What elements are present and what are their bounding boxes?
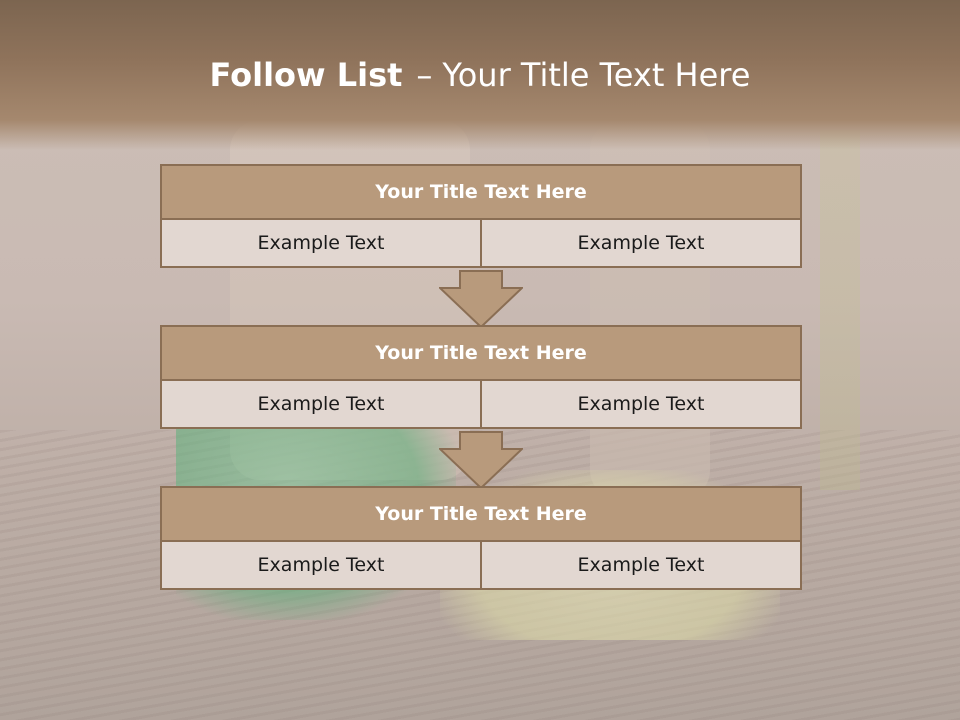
block-cell-left: Example Text	[160, 218, 482, 268]
block-cell-left: Example Text	[160, 540, 482, 590]
follow-block-2: Your Title Text Here Example Text Exampl…	[160, 325, 802, 429]
block-cell-right: Example Text	[480, 218, 802, 268]
follow-block-3: Your Title Text Here Example Text Exampl…	[160, 486, 802, 590]
block-heading: Your Title Text Here	[160, 164, 802, 220]
block-cell-right: Example Text	[480, 540, 802, 590]
follow-block-1: Your Title Text Here Example Text Exampl…	[160, 164, 802, 268]
down-arrow-icon	[439, 431, 523, 489]
slide-title: Follow List–Your Title Text Here	[0, 56, 960, 94]
background-post	[820, 130, 860, 490]
block-row: Example Text Example Text	[160, 540, 802, 590]
block-heading: Your Title Text Here	[160, 486, 802, 542]
slide-title-bold: Follow List	[209, 56, 403, 94]
block-heading: Your Title Text Here	[160, 325, 802, 381]
block-cell-right: Example Text	[480, 379, 802, 429]
slide-title-rest: Your Title Text Here	[442, 56, 751, 94]
block-row: Example Text Example Text	[160, 379, 802, 429]
block-cell-left: Example Text	[160, 379, 482, 429]
slide-title-separator: –	[416, 56, 433, 94]
title-band	[0, 0, 960, 150]
down-arrow-icon	[439, 270, 523, 328]
block-row: Example Text Example Text	[160, 218, 802, 268]
